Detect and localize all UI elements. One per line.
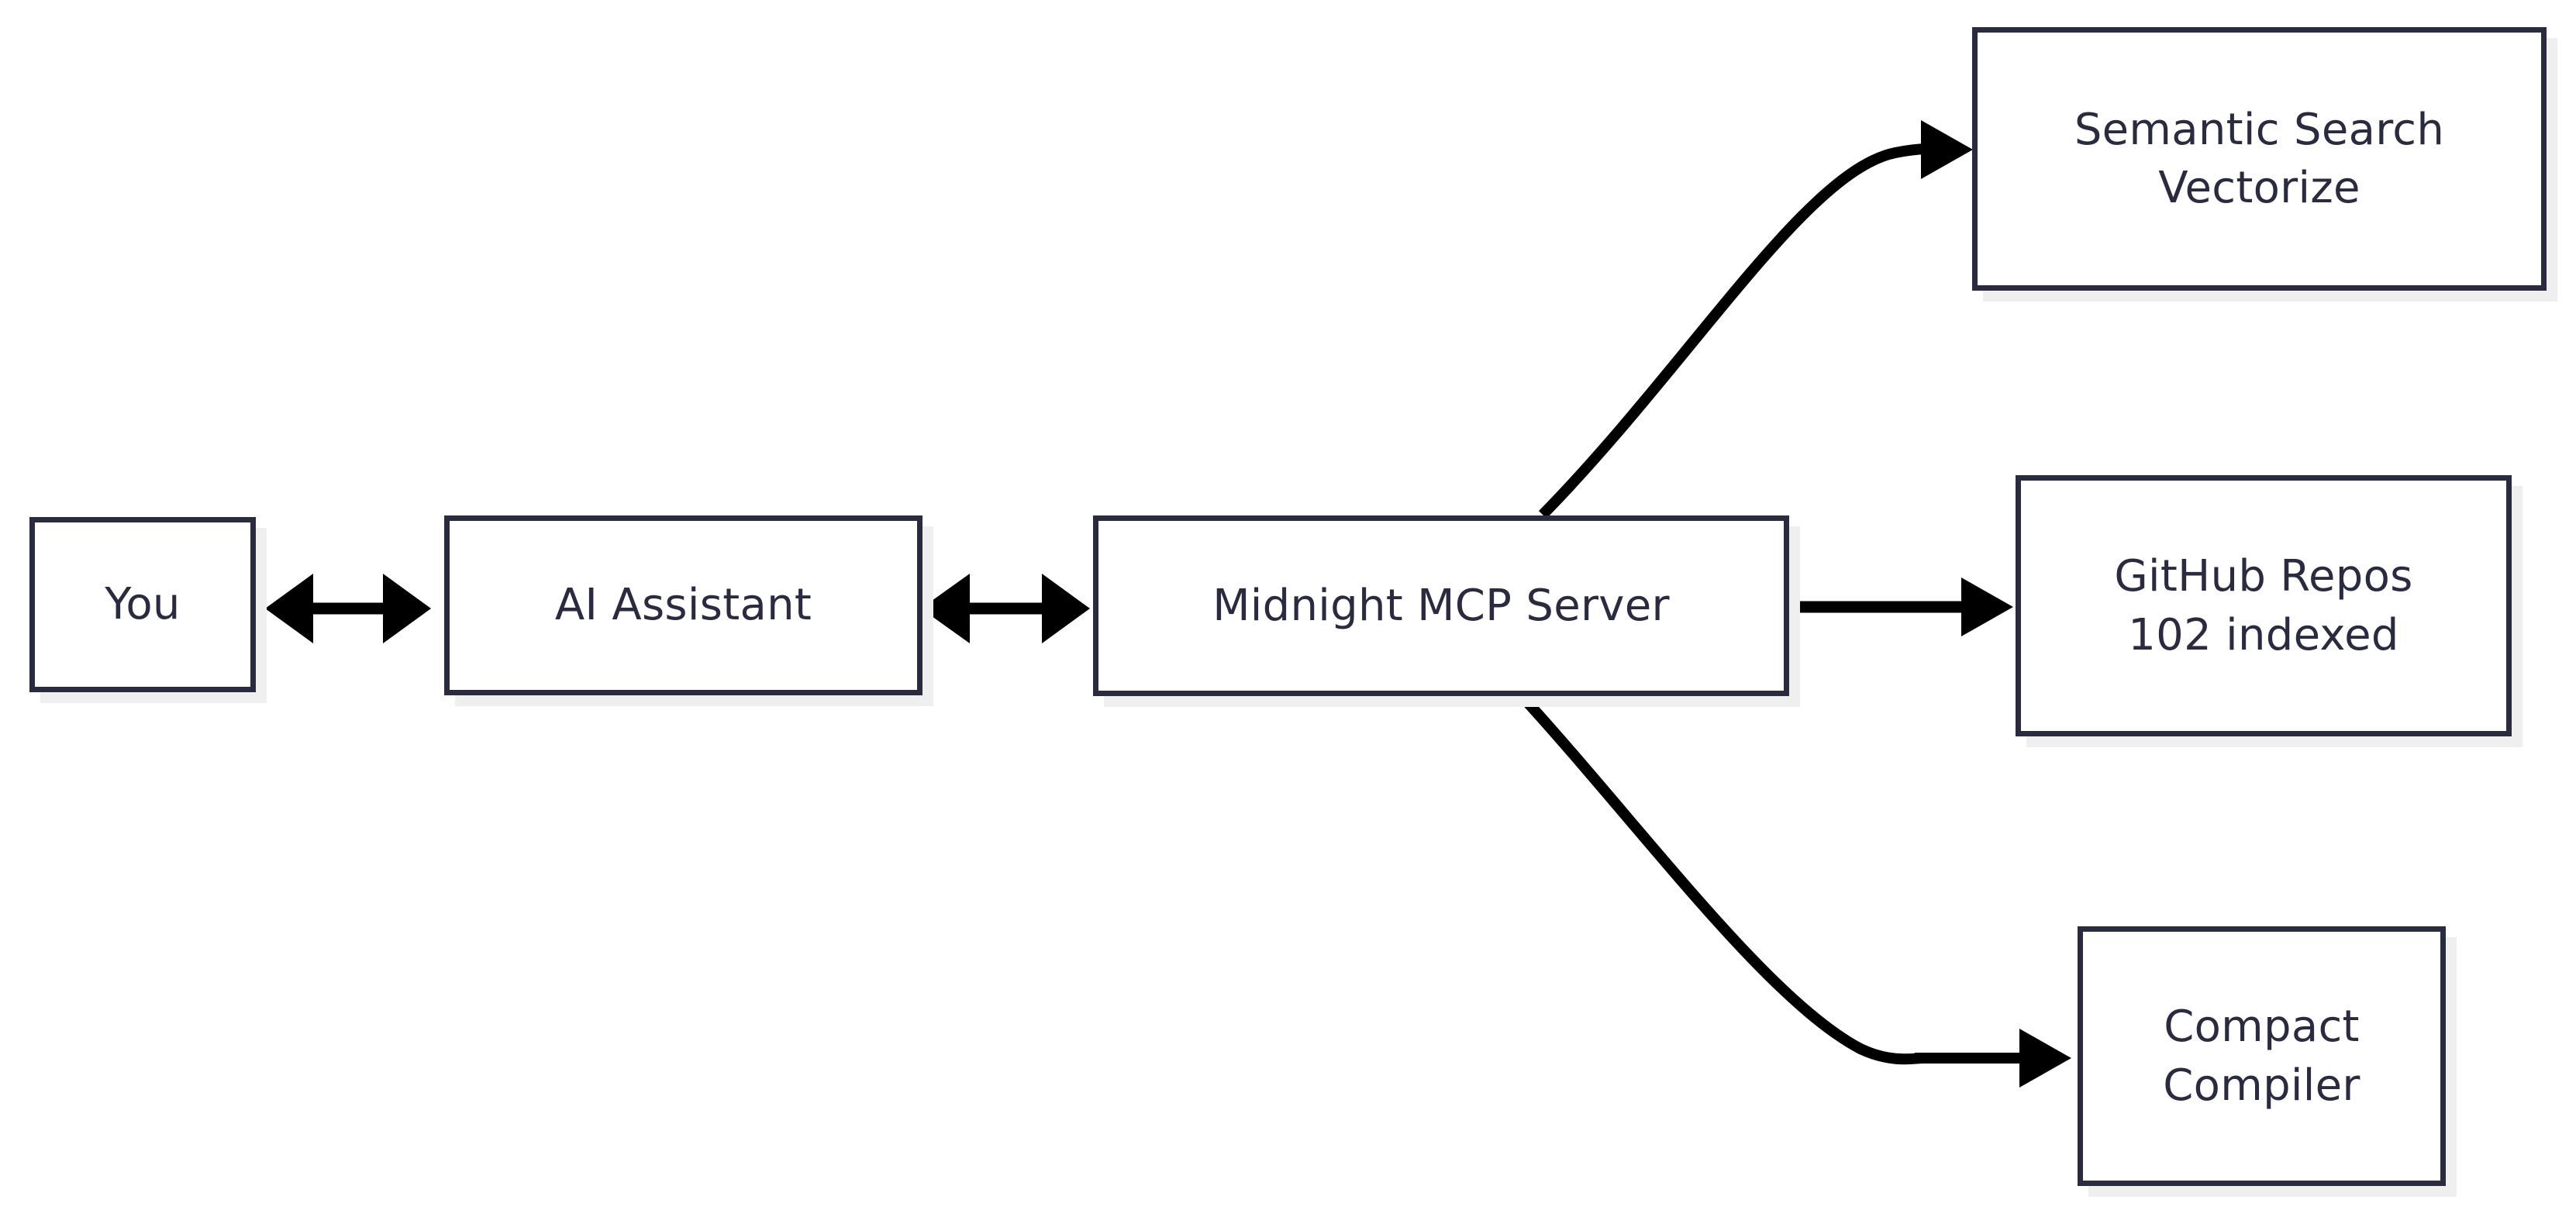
node-semantic-search[interactable]: Semantic Search Vectorize <box>1972 27 2547 291</box>
node-midnight-mcp-server-label-1: Midnight MCP Server <box>1212 580 1670 631</box>
node-semantic-search-label-1: Semantic Search <box>2074 104 2445 155</box>
arrowhead-right-icon <box>1961 577 2013 636</box>
arrowhead-right-icon <box>1042 574 1090 643</box>
edge-mcp-server-github-repos <box>1785 577 2013 636</box>
node-compact-compiler-label-1: Compact <box>2164 1002 2360 1053</box>
edge-mcp-server-compact-compiler <box>1518 693 2071 1088</box>
arrowhead-right-icon <box>1921 120 1973 179</box>
arrowhead-left-icon <box>265 574 313 643</box>
edge-shaft <box>1538 143 1943 519</box>
node-midnight-mcp-server[interactable]: Midnight MCP Server <box>1093 515 1789 696</box>
node-compact-compiler[interactable]: Compact Compiler <box>2078 926 2446 1186</box>
node-ai-assistant[interactable]: AI Assistant <box>444 515 922 695</box>
edge-you-ai-assistant <box>265 574 431 643</box>
edge-ai-assistant-mcp-server <box>921 574 1090 643</box>
edge-shaft <box>1518 693 1923 1065</box>
edge-mcp-server-semantic-search <box>1538 120 1973 519</box>
arrowhead-right-icon <box>2019 1029 2071 1088</box>
node-you[interactable]: You <box>29 517 256 692</box>
arrowhead-right-icon <box>383 574 431 643</box>
node-ai-assistant-label-1: AI Assistant <box>554 580 812 631</box>
node-you-label-1: You <box>105 579 181 630</box>
node-semantic-search-label-2: Vectorize <box>2158 163 2360 213</box>
node-github-repos[interactable]: GitHub Repos 102 indexed <box>2016 475 2512 736</box>
arrowhead-left-icon <box>921 574 970 643</box>
node-compact-compiler-label-2: Compiler <box>2163 1060 2360 1111</box>
node-github-repos-label-2: 102 indexed <box>2128 609 2399 660</box>
node-github-repos-label-1: GitHub Repos <box>2114 551 2413 602</box>
